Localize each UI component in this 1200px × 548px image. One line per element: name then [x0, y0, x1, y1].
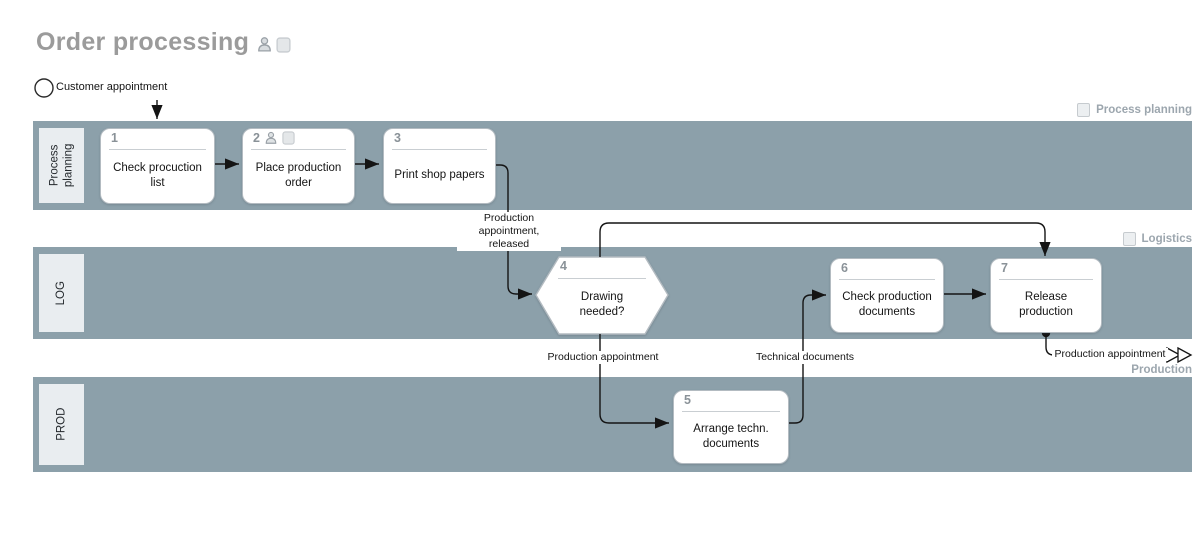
- divider: [558, 278, 646, 279]
- lane-header-log: LOG: [39, 254, 84, 332]
- lane-header-prod: PROD: [39, 384, 84, 465]
- person-icon: [256, 36, 273, 53]
- divider: [682, 411, 780, 412]
- node-label: Place production order: [255, 161, 342, 189]
- caption-label: Logistics: [1141, 233, 1192, 245]
- caption-label: Process planning: [1096, 104, 1192, 116]
- lane-header-label: LOG: [55, 280, 68, 306]
- edge-label-technical-documents: Technical documents: [746, 351, 864, 365]
- caption-process-planning: Process planning: [1077, 103, 1192, 117]
- node-number: 2: [253, 131, 260, 145]
- caption-logistics: Logistics: [1122, 232, 1192, 246]
- page-title: Order processing: [36, 28, 250, 56]
- edge-label-production-appointment-released: Production appointment, released: [457, 212, 561, 252]
- task-2-place-production-order[interactable]: 2 Place production order: [242, 128, 355, 204]
- task-6-check-production-documents[interactable]: 6 Check production documents: [830, 258, 944, 333]
- node-number: 6: [841, 261, 848, 275]
- node-label: Arrange techn. documents: [693, 422, 769, 450]
- double-triangle-process-interface-icon: [1166, 346, 1193, 364]
- interface-output-label: Production appointment: [1052, 348, 1168, 362]
- node-label: Check production documents: [842, 291, 932, 318]
- lane-badge-icon: [1122, 232, 1136, 246]
- task-1-check-production-list[interactable]: 1 Check procuction list: [100, 128, 215, 204]
- node-number: 1: [111, 131, 118, 145]
- task-5-arrange-techn-documents[interactable]: 5 Arrange techn. documents: [673, 390, 789, 464]
- person-icon: [264, 131, 278, 145]
- task-3-print-shop-papers[interactable]: 3 Print shop papers: [383, 128, 496, 204]
- caption-production: Production: [1131, 364, 1192, 376]
- node-label: Print shop papers: [394, 169, 485, 182]
- node-number: 5: [684, 393, 691, 407]
- start-event-circle: [34, 78, 54, 98]
- edge-label-production-appointment: Production appointment: [542, 351, 664, 365]
- page-icon: [282, 131, 295, 145]
- lane-header-label: Process planning: [48, 143, 75, 188]
- start-event-label: Customer appointment: [55, 81, 169, 93]
- divider: [109, 149, 206, 150]
- node-number: 7: [1001, 261, 1008, 275]
- lane-header-label: PROD: [55, 407, 68, 442]
- node-number: 3: [394, 131, 401, 145]
- divider: [839, 279, 935, 280]
- node-label: Check procuction list: [113, 161, 202, 189]
- divider: [392, 149, 487, 150]
- caption-label: Production: [1131, 364, 1192, 376]
- decision-4-drawing-needed[interactable]: 4 Drawing needed?: [536, 257, 668, 334]
- node-label: Release production: [1019, 291, 1073, 318]
- node-number: 4: [560, 259, 567, 273]
- lane-header-process-planning: Process planning: [39, 128, 84, 203]
- lane-prod: PROD: [33, 377, 1192, 472]
- title-row: Order processing: [36, 28, 291, 57]
- divider: [251, 149, 346, 150]
- lane-badge-icon: [1077, 103, 1091, 117]
- divider: [999, 279, 1093, 280]
- task-7-release-production[interactable]: 7 Release production: [990, 258, 1102, 333]
- page-icon: [276, 36, 291, 53]
- node-label: Drawing needed?: [579, 291, 625, 318]
